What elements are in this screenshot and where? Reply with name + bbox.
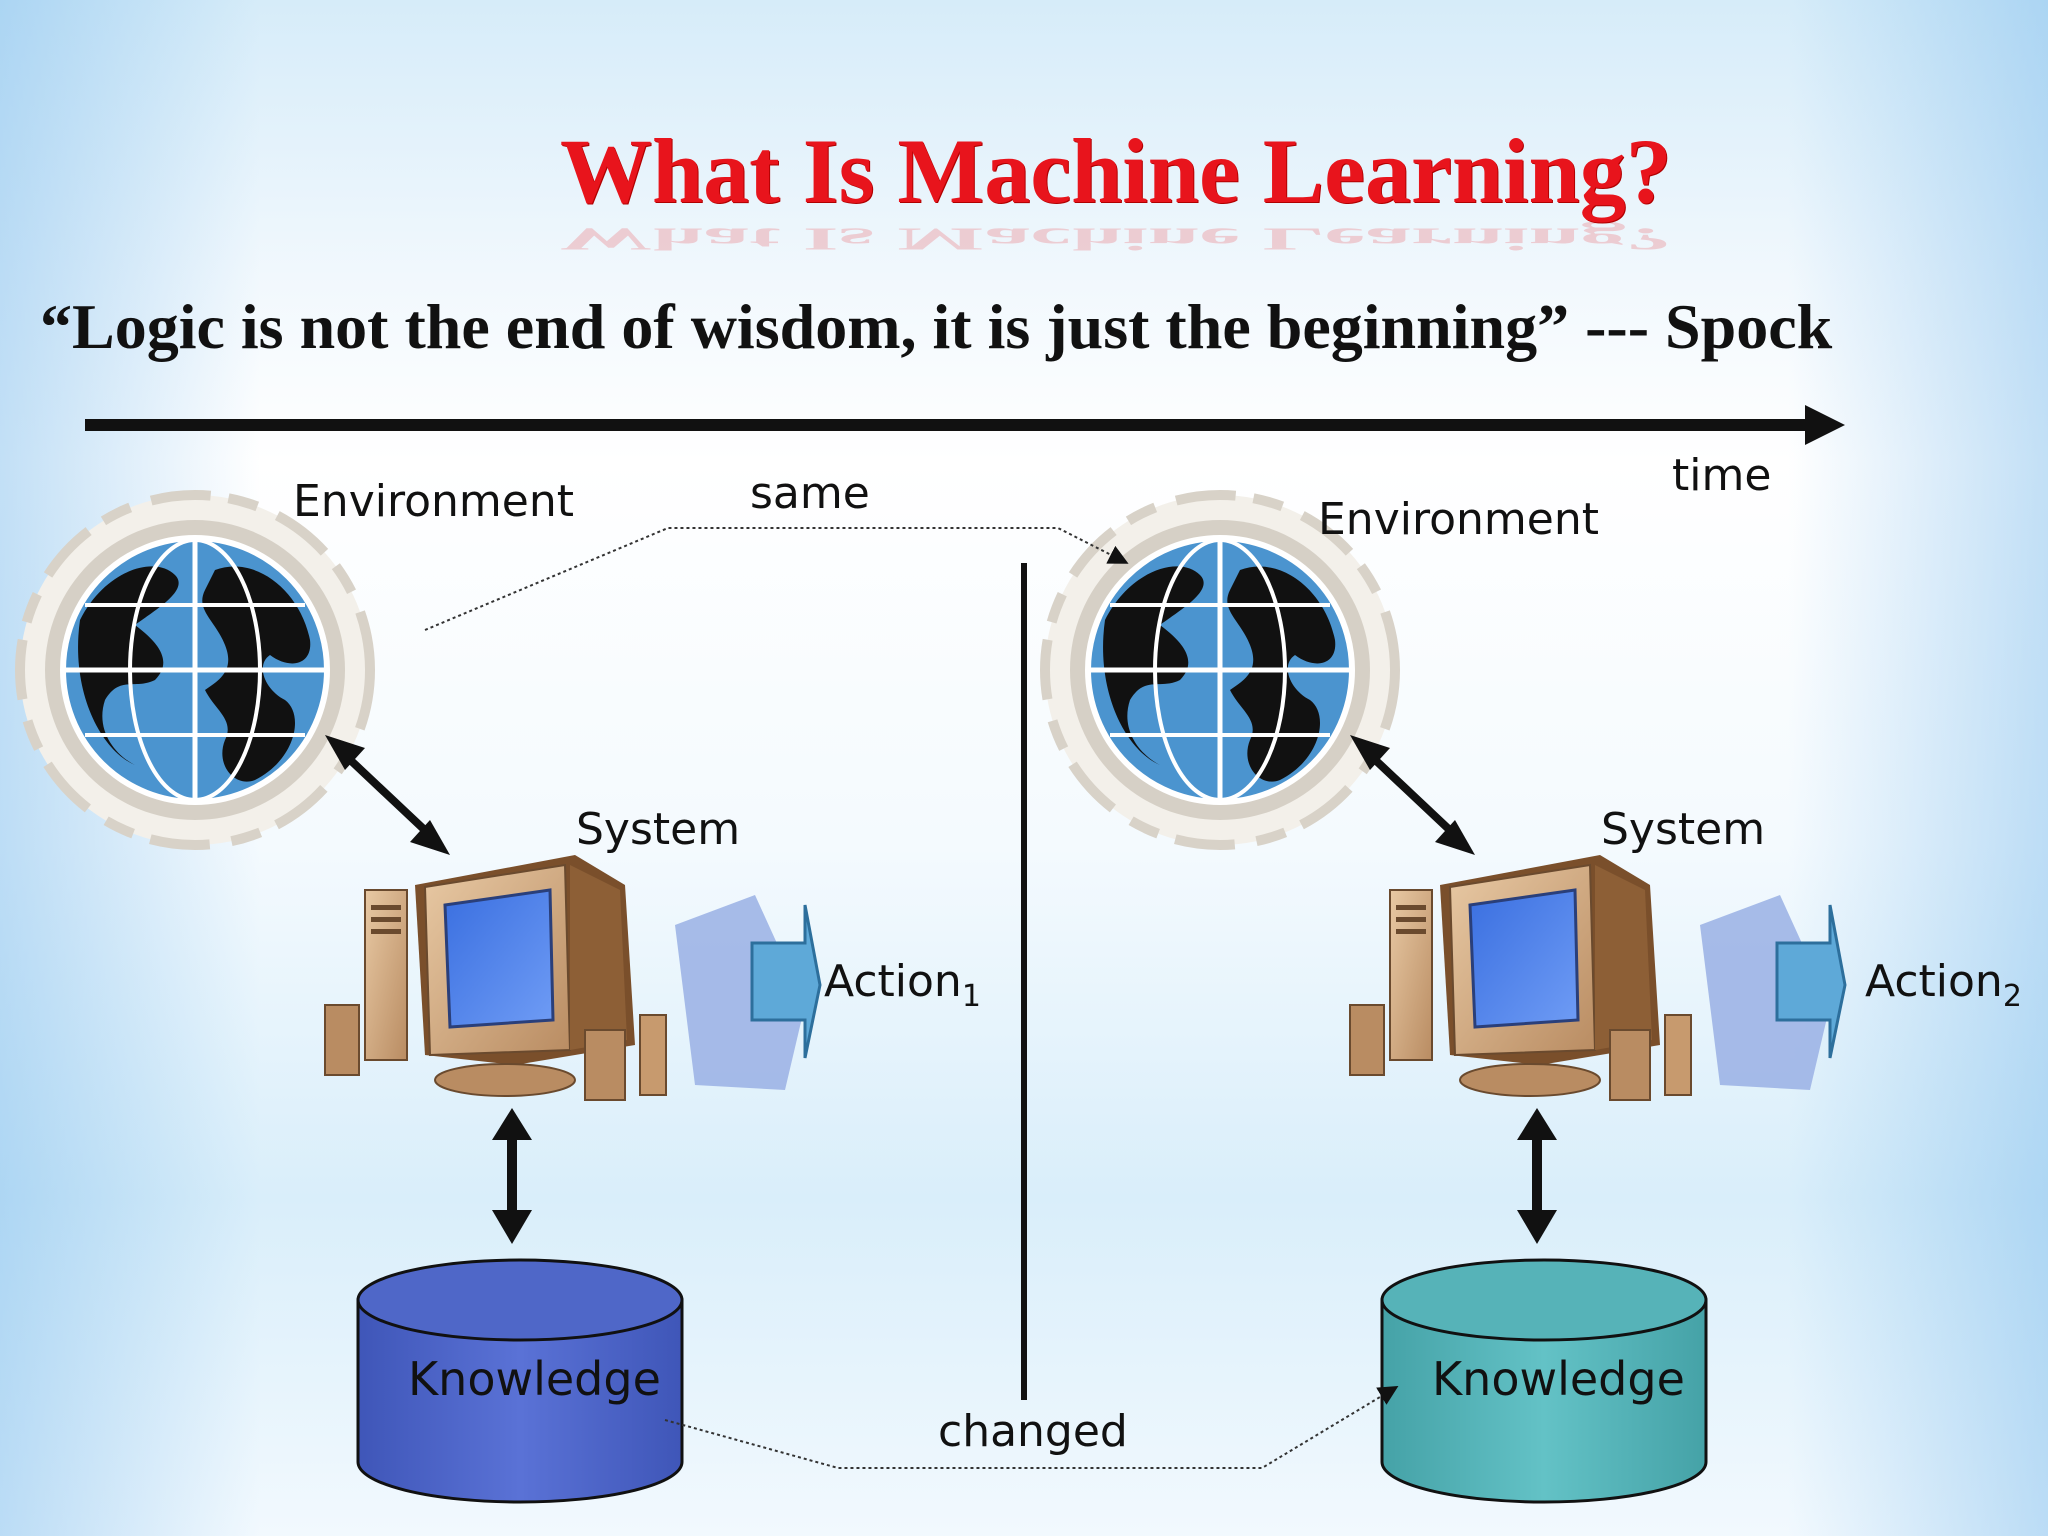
right-action-arrow <box>1775 904 1847 1059</box>
right-computer-icon <box>1348 853 1832 1102</box>
left-globe-icon <box>20 495 370 845</box>
changed-label: changed <box>938 1406 1128 1457</box>
left-system-knowledge-arrow <box>492 1108 532 1244</box>
left-knowledge-cylinder <box>356 1258 684 1504</box>
left-environment-label: Environment <box>293 476 574 527</box>
slide-title: What Is Machine Learning? <box>560 120 1672 222</box>
left-env-system-arrow <box>325 735 450 855</box>
right-action-label: Action2 <box>1865 956 2022 1014</box>
left-system-label: System <box>576 804 741 855</box>
same-label: same <box>750 468 870 519</box>
right-env-system-arrow <box>1350 735 1475 855</box>
right-environment-label: Environment <box>1318 494 1599 545</box>
left-computer-icon <box>323 853 807 1102</box>
right-knowledge-cylinder <box>1380 1258 1708 1504</box>
right-system-knowledge-arrow <box>1517 1108 1557 1244</box>
same-environment-link <box>424 527 1129 631</box>
time-arrow <box>85 405 1845 445</box>
time-label: time <box>1672 450 1772 501</box>
left-action-label: Action1 <box>824 956 981 1014</box>
right-system-label: System <box>1601 804 1766 855</box>
spock-quote: “Logic is not the end of wisdom, it is j… <box>40 291 1833 362</box>
changed-knowledge-link <box>664 1385 1399 1469</box>
left-action-arrow <box>750 904 822 1059</box>
left-knowledge-label: Knowledge <box>408 1352 661 1406</box>
right-knowledge-label: Knowledge <box>1432 1352 1685 1406</box>
